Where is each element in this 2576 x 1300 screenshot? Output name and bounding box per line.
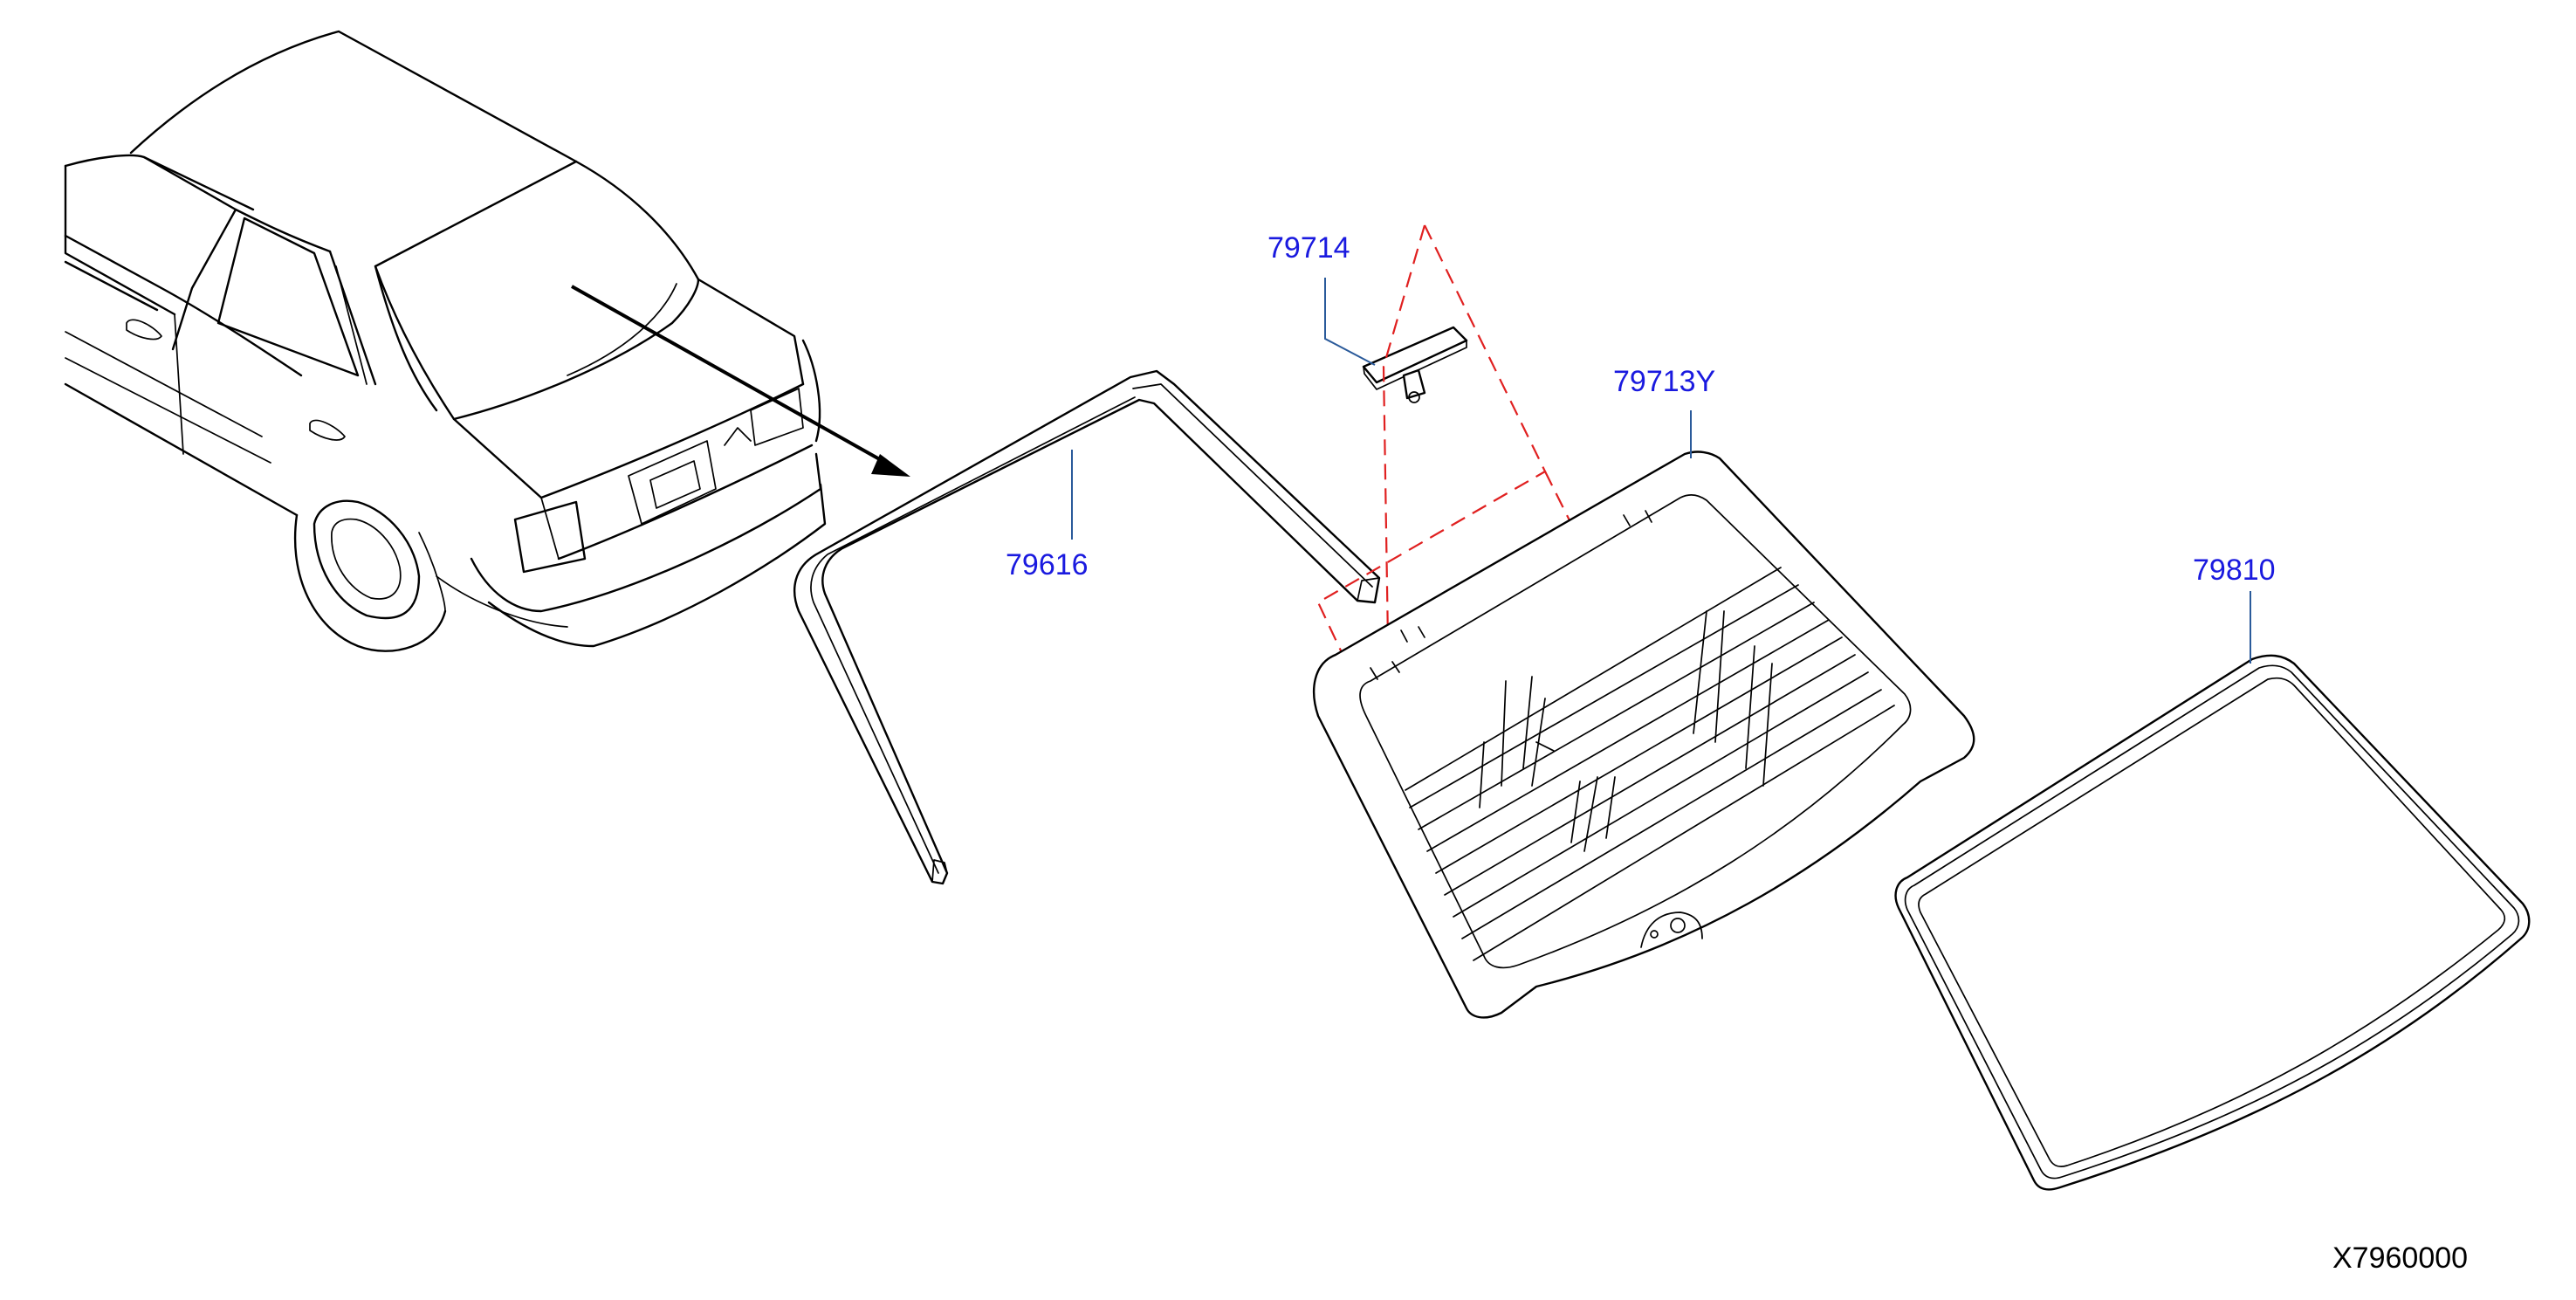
part-number-molding[interactable]: 79616 [1006,548,1089,581]
molding-part [793,369,1381,885]
part-number-glass[interactable]: 79713Y [1613,365,1716,398]
rear-glass-part [1312,451,1975,1019]
vehicle-illustration [64,30,910,652]
clip-part [1362,326,1468,403]
leader-line-clip [1324,278,1376,366]
weatherstrip-part [1894,654,2531,1191]
part-number-weatherstrip[interactable]: 79810 [2193,554,2276,587]
part-number-clip[interactable]: 79714 [1267,231,1350,265]
arrow-head [871,454,910,477]
diagram-code: X7960000 [2332,1242,2469,1275]
